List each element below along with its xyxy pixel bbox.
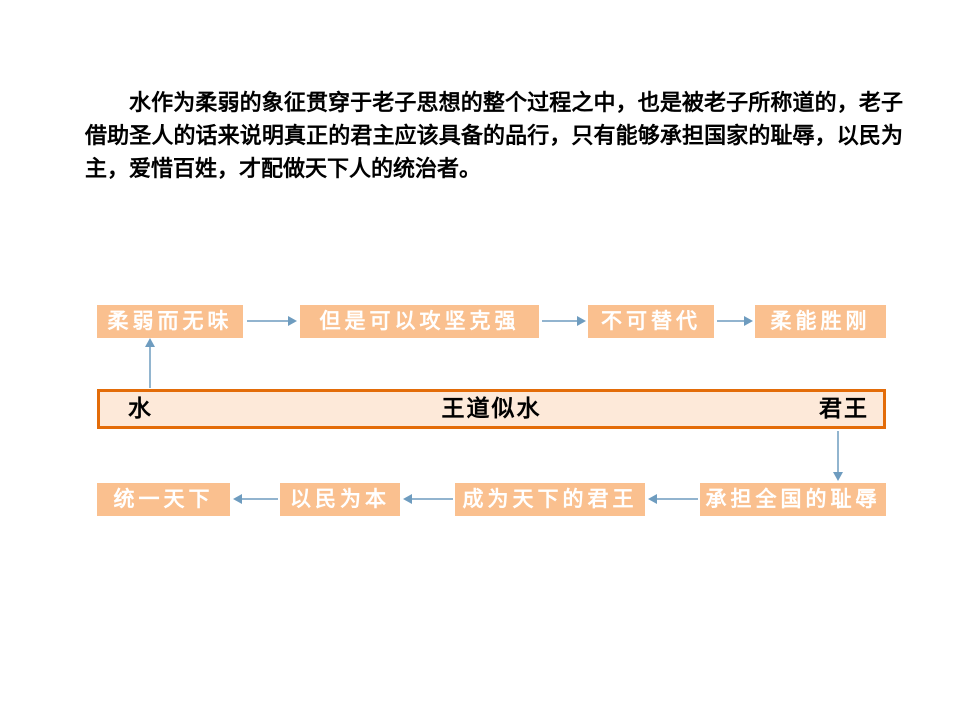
arrow-left-icon: [648, 494, 698, 504]
arrow-up-icon: [145, 338, 155, 388]
flow-bottom-box-2: 以民为本: [280, 483, 400, 516]
arrow-down-icon: [833, 431, 843, 481]
arrow-right-icon: [717, 316, 753, 326]
panel-label-kingly-way: 王道似水: [441, 396, 542, 421]
flow-top-box-2: 但是可以攻坚克强: [300, 305, 539, 338]
panel-label-monarch: 君王: [819, 396, 869, 421]
panel-label-water: 水: [128, 396, 153, 421]
flow-bottom-box-3: 成为天下的君王: [455, 483, 645, 516]
arrow-left-icon: [403, 494, 453, 504]
center-panel: 水 王道似水 君王: [97, 389, 886, 429]
flow-top-box-4: 柔能胜刚: [755, 305, 886, 338]
flow-top-box-1: 柔弱而无味: [97, 305, 243, 338]
arrow-right-icon: [247, 316, 297, 326]
arrow-right-icon: [542, 316, 586, 326]
arrow-left-icon: [233, 494, 278, 504]
flow-top-box-3: 不可替代: [588, 305, 714, 338]
flow-bottom-box-4: 承担全国的耻辱: [700, 483, 886, 516]
flow-bottom-box-1: 统一天下: [97, 483, 230, 516]
intro-paragraph: 水作为柔弱的象征贯穿于老子思想的整个过程之中，也是被老子所称道的，老子借助圣人的…: [85, 90, 903, 181]
